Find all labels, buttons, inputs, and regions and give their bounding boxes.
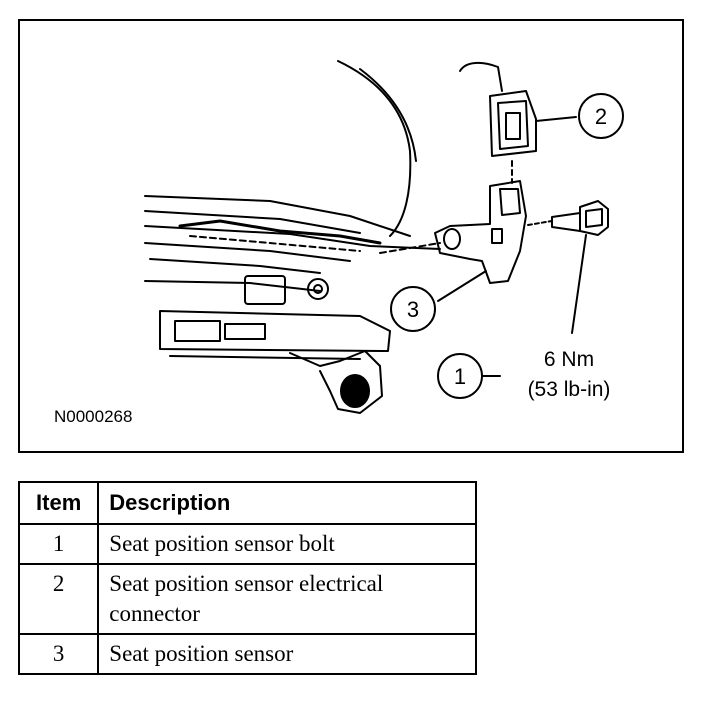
diagram-figure: 2 3 1 6 Nm (53 lb-in) N0000268 (18, 19, 684, 453)
legend-header-item: Item (17, 481, 100, 525)
legend-table: Item Description 1 Seat position sensor … (17, 481, 477, 675)
sensor-bolt (551, 212, 581, 232)
torque-spec: 6 Nm (53 lb-in) (504, 345, 634, 405)
legend-item-description: Seat position sensor electrical connecto… (97, 563, 477, 635)
callout-2-leader (535, 116, 577, 122)
seat-frame-top (144, 195, 411, 237)
legend-header-row: Item Description (17, 481, 477, 525)
callout-3-leader (437, 270, 487, 302)
seat-track-illustration: 2 3 1 (144, 60, 624, 414)
legend-item-description: Seat position sensor (97, 633, 477, 675)
callout-3: 3 (390, 286, 436, 332)
callout-3-number: 3 (407, 297, 419, 322)
legend-item-number: 1 (17, 523, 100, 565)
torque-nm: 6 Nm (543, 348, 595, 371)
table-row: 3 Seat position sensor (17, 633, 477, 675)
callout-1-number: 1 (454, 364, 466, 389)
torque-lbin: (53 lb-in) (527, 378, 611, 401)
table-row: 1 Seat position sensor bolt (17, 523, 477, 565)
figure-id-label: N0000268 (54, 407, 133, 426)
seat-cushion-outline (337, 60, 412, 237)
seat-lower-rail (159, 310, 391, 352)
callout-2: 2 (578, 93, 624, 139)
legend-item-description: Seat position sensor bolt (97, 523, 477, 565)
legend-item-number: 2 (17, 563, 100, 635)
mounting-foot (289, 350, 383, 414)
callout-1: 1 (437, 353, 483, 399)
callout-2-number: 2 (595, 104, 607, 129)
legend-item-number: 3 (17, 633, 100, 675)
connector-wire (459, 61, 503, 92)
seat-position-sensor (434, 180, 527, 284)
legend-header-description: Description (97, 481, 477, 525)
table-row: 2 Seat position sensor electrical connec… (17, 563, 477, 635)
electrical-connector (489, 90, 537, 157)
